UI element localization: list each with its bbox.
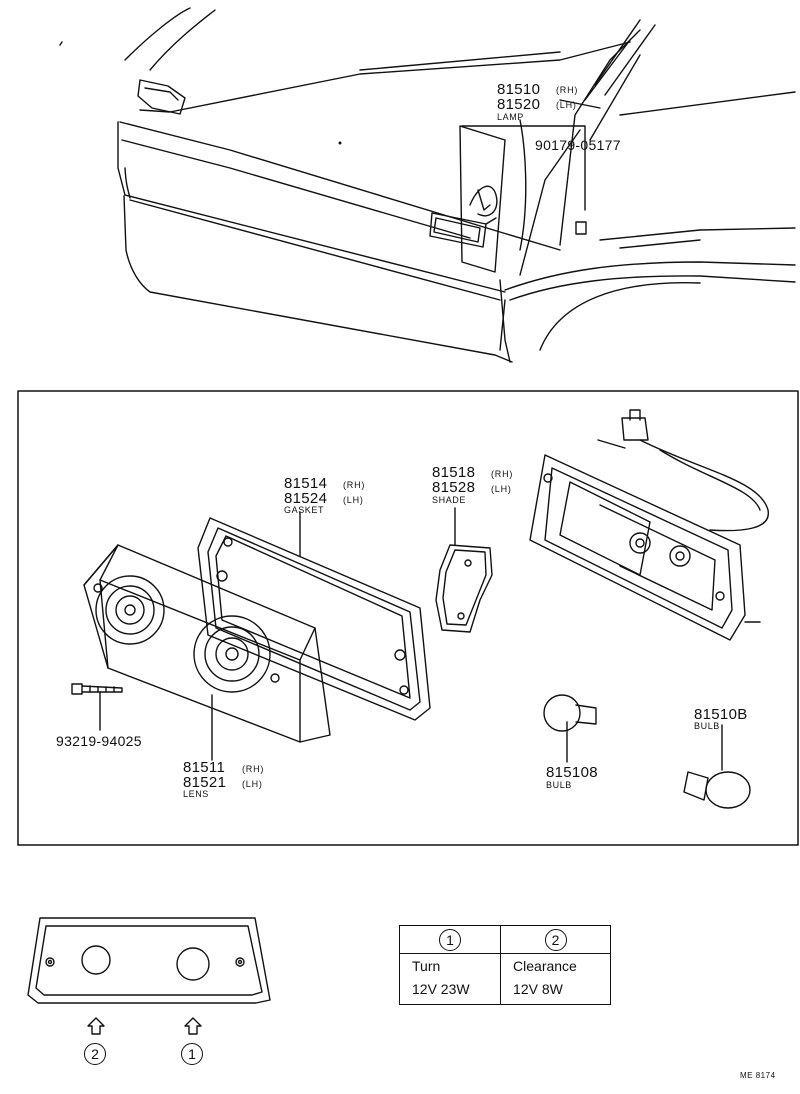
col1-line2: 12V 23W [412, 981, 470, 997]
lens-lh-side: (LH) [242, 779, 263, 789]
gasket-lh-number: 81524 [284, 490, 328, 507]
gasket-illustration [197, 511, 431, 721]
gasket-name: GASKET [284, 505, 325, 515]
lens-rh-side: (RH) [242, 764, 265, 774]
screw-illustration [71, 683, 123, 731]
col1-header: 1 [398, 925, 502, 954]
bulb-position-plate [27, 917, 271, 1004]
vehicle-front-view [59, 7, 796, 363]
col2-spec: Clearance 12V 8W [500, 953, 611, 1005]
col1-line1: Turn [412, 958, 441, 974]
shade-illustration [435, 507, 493, 633]
lamp-lh-number: 81520 [497, 96, 541, 113]
gasket-rh-side: (RH) [343, 480, 366, 490]
bulb-a-illustration [543, 694, 597, 763]
shade-rh-number: 81518 [432, 464, 476, 481]
col2-marker: 2 [544, 928, 567, 951]
lamp-rh-number: 81510 [497, 81, 541, 98]
lamp-lh-side: (LH) [556, 100, 577, 110]
shade-lh-number: 81528 [432, 479, 476, 496]
left-arrow-marker: 2 [84, 1043, 106, 1065]
col1-marker: 1 [439, 928, 462, 951]
right-arrow-marker: 1 [181, 1043, 203, 1065]
shade-name: SHADE [432, 495, 467, 505]
lens-rh-number: 81511 [183, 759, 226, 776]
housing-illustration [529, 409, 769, 641]
gasket-lh-side: (LH) [343, 495, 364, 505]
lens-lh-number: 81521 [183, 774, 227, 791]
lamp-name: LAMP [497, 112, 524, 122]
exploded-view-frame [17, 390, 799, 846]
bulb-spec-table: 1 2 Turn 12V 23W Clearance 12V 8W [398, 925, 611, 1005]
top-screw-number: 90179-05177 [535, 137, 621, 153]
lamp-rh-side: (RH) [556, 85, 579, 95]
col2-header: 2 [500, 925, 611, 954]
lens-name: LENS [183, 789, 209, 799]
screw-number: 93219-94025 [56, 733, 142, 749]
col1-spec: Turn 12V 23W [398, 953, 502, 1005]
col2-line1: Clearance [513, 958, 577, 974]
bulb-b-illustration [683, 724, 751, 809]
lens-illustration [83, 544, 331, 761]
gasket-rh-number: 81514 [284, 475, 328, 492]
shade-rh-side: (RH) [491, 469, 514, 479]
shade-lh-side: (LH) [491, 484, 512, 494]
bulb-b-name: BULB [694, 721, 720, 731]
figure-code: ME 8174 [740, 1071, 776, 1080]
bulb-a-name: BULB [546, 780, 572, 790]
bulb-b-number: 81510B [694, 706, 748, 723]
col2-line2: 12V 8W [513, 981, 563, 997]
bulb-a-number: 815108 [546, 764, 598, 781]
